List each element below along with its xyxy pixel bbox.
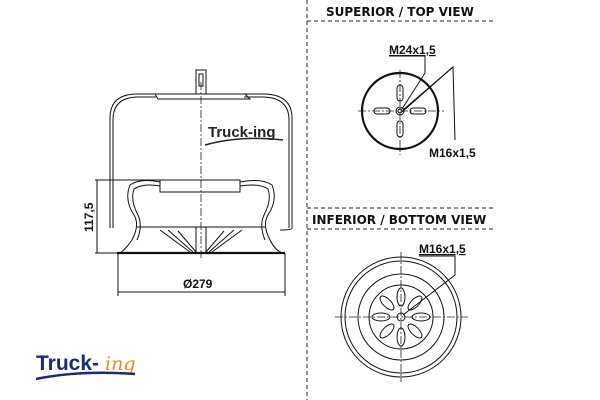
bellow-inner [112, 96, 290, 228]
truck-ing-logo: Truck- ing [35, 352, 136, 381]
logo-text-ing: ing [105, 353, 135, 375]
diameter-dimension: Ø279 [183, 277, 213, 291]
center-port [395, 106, 405, 116]
top-plate [154, 93, 252, 100]
petal [371, 312, 391, 322]
top-view-title: SUPERIOR / TOP VIEW [326, 5, 474, 19]
piston-side [119, 180, 283, 254]
leader-m16-top-b [401, 66, 454, 113]
side-view: Truck-ing 117,5 Ø279 [82, 69, 293, 296]
petal [407, 323, 423, 339]
top-view: M24x1,5 M16x1,5 [358, 43, 476, 160]
petal [411, 312, 431, 322]
petal [396, 327, 406, 347]
thread-label-m24: M24x1,5 [389, 43, 436, 57]
stud-slot [409, 107, 427, 115]
thread-label-m16-top: M16x1,5 [429, 146, 476, 160]
thread-label-m16-bottom: M16x1,5 [419, 242, 466, 256]
petal [396, 287, 406, 307]
stud-slot [396, 84, 404, 102]
piston-top [159, 179, 241, 193]
logo-swoosh [35, 371, 136, 381]
leader-m16-top [402, 65, 456, 141]
bellow-outer [109, 93, 293, 231]
petal [407, 295, 423, 311]
piston-ribs [159, 229, 243, 253]
stud-slot [373, 107, 391, 115]
center-port-inner [397, 108, 403, 114]
bottom-port [396, 312, 406, 322]
petal [379, 323, 395, 339]
leader-m24 [389, 55, 426, 110]
watermark-text: Truck-ing [208, 124, 276, 141]
watermark-swoosh [204, 137, 284, 146]
bottom-view: M16x1,5 [335, 242, 468, 382]
bottom-view-title: INFERIOR / BOTTOM VIEW [312, 213, 486, 227]
logo-text-truck: Truck- [36, 352, 99, 375]
stud-slot [396, 120, 404, 138]
petal [379, 295, 395, 311]
leader-m16-bottom [402, 255, 456, 316]
height-dimension: 117,5 [82, 202, 96, 232]
rib-petals [371, 287, 431, 347]
